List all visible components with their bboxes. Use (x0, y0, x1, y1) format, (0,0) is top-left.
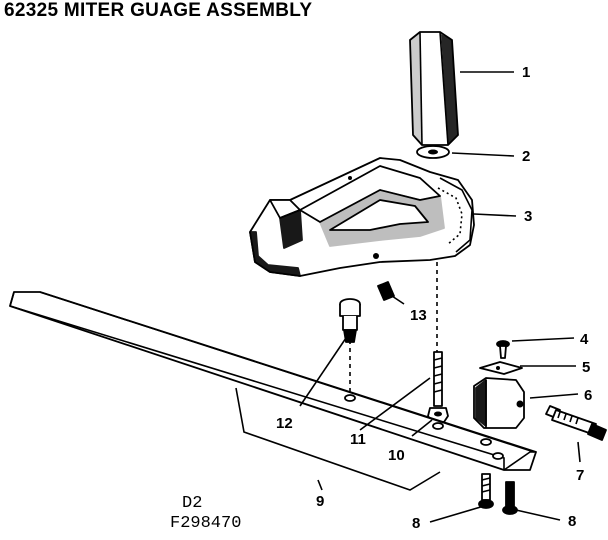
callout-12: 12 (276, 415, 293, 432)
indicator-plate (479, 361, 523, 375)
callout-5: 5 (582, 359, 590, 376)
drawing-code-2: F298470 (170, 514, 242, 533)
miter-gauge-body (249, 157, 475, 277)
callout-13: 13 (410, 307, 427, 324)
callout-8-right: 8 (568, 513, 576, 530)
callout-11: 11 (350, 431, 366, 448)
small-screw (496, 340, 510, 359)
guide-bar (9, 291, 537, 491)
knob-handle (409, 31, 459, 146)
callout-9: 9 (316, 493, 324, 510)
adjusting-rod (545, 405, 607, 441)
callout-2: 2 (522, 148, 530, 165)
drawing-codes: D2 F298470 (170, 494, 241, 534)
callout-1: 1 (522, 64, 530, 81)
callout-6: 6 (584, 387, 592, 404)
callout-7: 7 (576, 467, 584, 484)
callout-10: 10 (388, 447, 405, 464)
leader-lines (299, 71, 581, 523)
set-screw (377, 281, 395, 301)
callout-3: 3 (524, 208, 532, 225)
washer (416, 145, 450, 159)
drawing-code-1: D2 (182, 494, 203, 513)
stop-rod (433, 351, 443, 407)
diagram-title: 62325 MITER GUAGE ASSEMBLY (4, 0, 313, 21)
stop-block (473, 377, 525, 429)
pivot-screw (339, 298, 361, 343)
bottom-screws (478, 473, 518, 515)
callout-4: 4 (580, 331, 589, 348)
callout-8-left: 8 (412, 515, 420, 532)
